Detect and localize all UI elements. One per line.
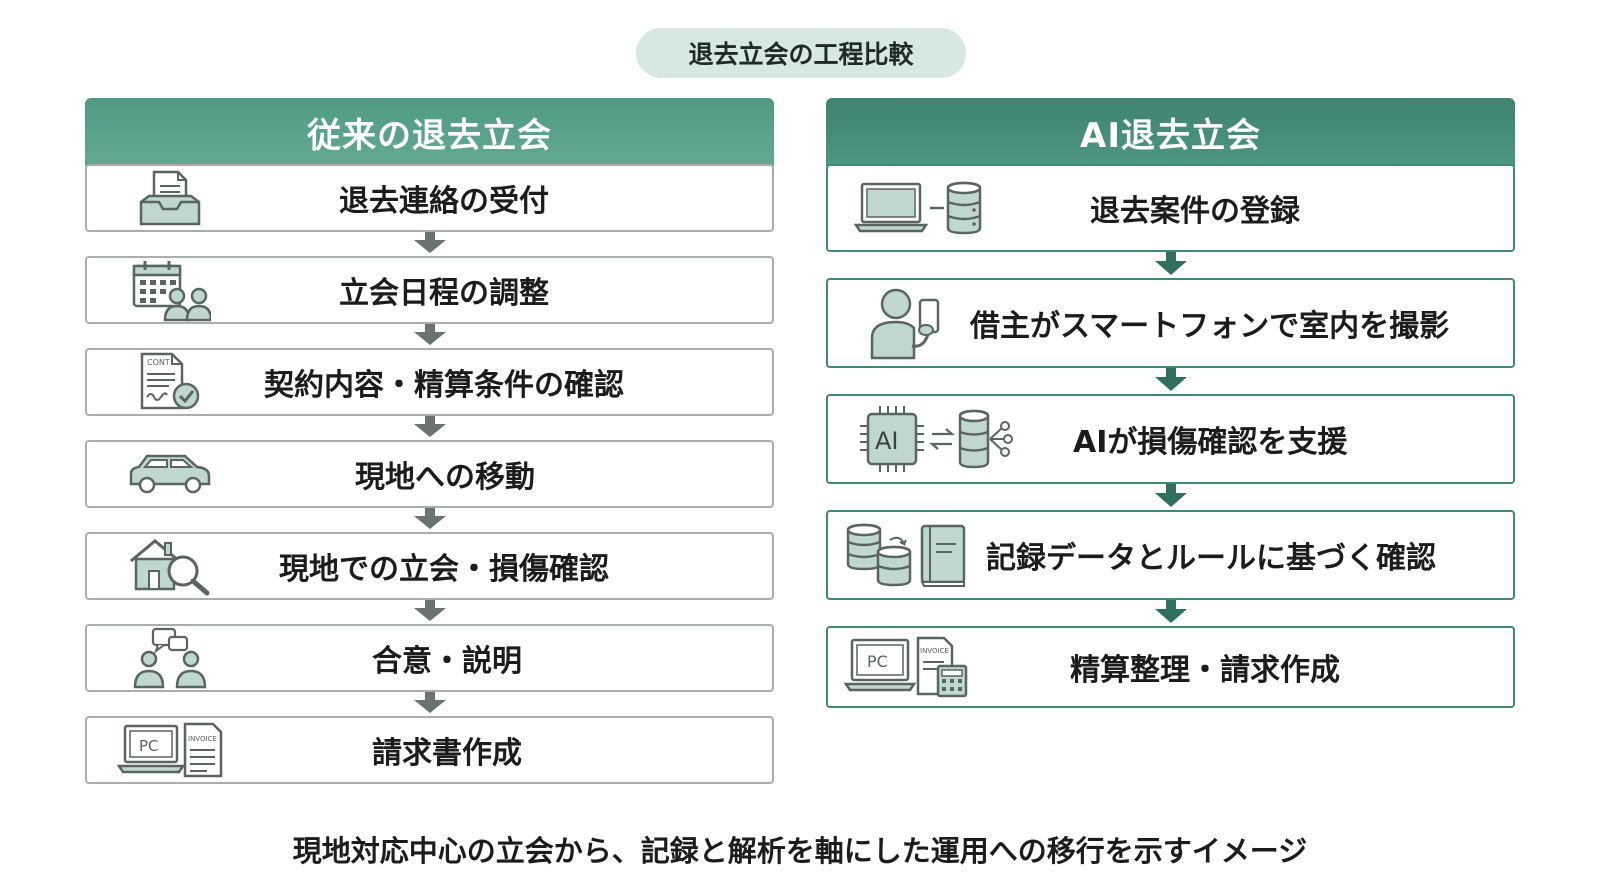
traditional-step-2-label: 立会日程の調整 — [339, 276, 549, 311]
flow-arrow-down — [414, 416, 446, 437]
contract-check-icon: CONT — [140, 352, 200, 410]
database-book-icon — [846, 523, 966, 587]
traditional-step-3: CONT 契約内容・精算条件の確認 — [85, 348, 774, 416]
svg-text:INVOICE: INVOICE — [188, 735, 217, 743]
ai-step-3-label: AIが損傷確認を支援 — [1073, 425, 1348, 460]
calendar-people-icon — [132, 261, 211, 322]
flow-arrow-down — [1155, 484, 1187, 507]
ai-step-1-label: 退去案件の登録 — [1090, 194, 1300, 229]
inbox-document-icon — [139, 170, 201, 226]
ai-chip-database-icon: AI — [860, 406, 1013, 472]
traditional-column: 従来の退去立会 退去連絡の受付 立会日程の調整 — [85, 98, 774, 784]
ai-step-4-label: 記録データとルールに基づく確認 — [986, 541, 1436, 576]
svg-text:CONT: CONT — [147, 358, 170, 367]
traditional-step-5-label: 現地での立会・損傷確認 — [279, 552, 609, 587]
flow-arrow-down — [1155, 252, 1187, 275]
traditional-step-4: 現地への移動 — [85, 440, 774, 508]
traditional-step-6: 合意・説明 — [85, 624, 774, 692]
ai-step-5: PC INVOICE 精算整理・請求作成 — [826, 626, 1515, 708]
page-title: 退去立会の工程比較 — [636, 28, 966, 78]
ai-step-1: 退去案件の登録 — [826, 164, 1515, 252]
ai-step-4: 記録データとルールに基づく確認 — [826, 510, 1515, 600]
car-icon — [129, 454, 211, 494]
traditional-step-5: 現地での立会・損傷確認 — [85, 532, 774, 600]
traditional-step-1-label: 退去連絡の受付 — [339, 184, 549, 219]
traditional-step-1: 退去連絡の受付 — [85, 164, 774, 232]
flow-arrow-down — [414, 508, 446, 529]
laptop-database-icon — [854, 181, 982, 235]
flow-arrow-down — [414, 232, 446, 253]
ai-step-2: 借主がスマートフォンで室内を撮影 — [826, 278, 1515, 368]
traditional-step-4-label: 現地への移動 — [355, 460, 535, 495]
people-discussion-icon — [133, 627, 207, 689]
traditional-step-6-label: 合意・説明 — [372, 644, 522, 679]
traditional-step-7: PC INVOICE 請求書作成 — [85, 716, 774, 784]
ai-header: AI退去立会 — [826, 98, 1515, 166]
ai-step-3: AI AIが損傷確認を支援 — [826, 394, 1515, 484]
svg-text:AI: AI — [875, 427, 899, 455]
traditional-header: 従来の退去立会 — [85, 98, 774, 166]
ai-step-2-label: 借主がスマートフォンで室内を撮影 — [970, 309, 1450, 344]
svg-text:PC: PC — [139, 737, 159, 755]
caption: 現地対応中心の立会から、記録と解析を軸にした運用への移行を示すイメージ — [292, 834, 1308, 868]
flow-arrow-down — [414, 692, 446, 713]
person-smartphone-icon — [870, 288, 940, 360]
traditional-step-2: 立会日程の調整 — [85, 256, 774, 324]
svg-text:PC: PC — [867, 652, 888, 671]
ai-column: AI退去立会 退去案件の登録 借主がスマートフォンで室内を撮影 — [826, 98, 1515, 708]
svg-text:INVOICE: INVOICE — [920, 647, 949, 655]
flow-arrow-down — [414, 324, 446, 345]
flow-arrow-down — [1155, 368, 1187, 391]
flow-arrow-down — [1155, 600, 1187, 623]
flow-arrow-down — [414, 600, 446, 621]
traditional-step-7-label: 請求書作成 — [372, 736, 522, 771]
pc-invoice-icon: PC INVOICE — [117, 722, 223, 778]
ai-step-5-label: 精算整理・請求作成 — [1070, 653, 1340, 688]
traditional-step-3-label: 契約内容・精算条件の確認 — [264, 368, 624, 403]
pc-invoice-calculator-icon: PC INVOICE — [844, 636, 968, 698]
house-magnifier-icon — [130, 539, 210, 596]
